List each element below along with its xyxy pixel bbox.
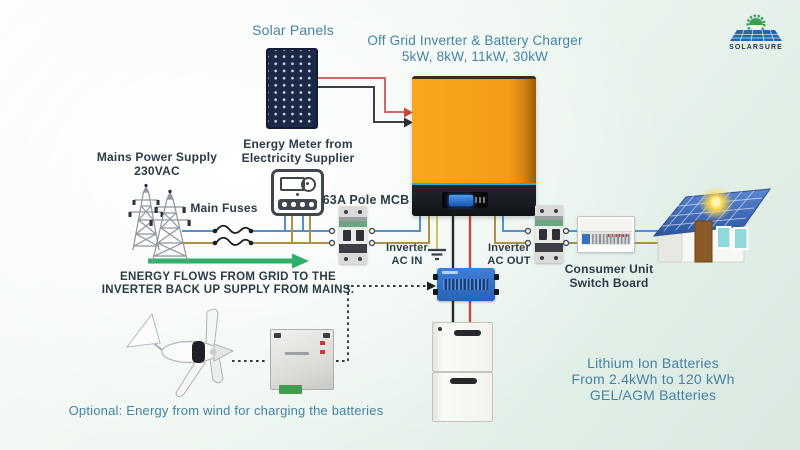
wire-terminals — [328, 227, 570, 247]
ac-out-label-line1: Inverter — [488, 242, 530, 254]
energy-meter-label-line1: Energy Meter from — [243, 137, 353, 151]
pv-wires — [318, 77, 413, 128]
energy-flow-arrow — [148, 253, 309, 269]
battery-module-top — [432, 322, 493, 372]
battery-wires — [451, 214, 472, 324]
breaker-row — [581, 232, 631, 245]
controller-terminal-block — [279, 385, 302, 394]
inverter-lcd-screen — [449, 194, 473, 206]
ac-in-label-line1: Inverter — [386, 242, 428, 254]
inverter-top-edge — [412, 76, 536, 79]
mcb-breaker-grid — [339, 206, 367, 264]
brand-logo — [724, 11, 788, 57]
ac-out-label-line2: AC OUT — [487, 255, 531, 267]
energy-flow-caption-line2: INVERTER BACK UP SUPPLY FROM MAINS. — [101, 284, 355, 296]
meter-dial — [301, 177, 316, 192]
brand-name: SOLARSURE — [729, 44, 783, 51]
dc-busbar-device — [433, 268, 499, 301]
meter-dot — [296, 193, 299, 196]
energy-meter-device — [271, 169, 324, 216]
main-fuses-label: Main Fuses — [190, 201, 258, 215]
inverter-heading-line2: 5kW, 8kW, 11kW, 30kW — [401, 49, 549, 64]
mains-label-line1: Mains Power Supply — [96, 150, 218, 164]
transmission-towers-icon — [128, 183, 191, 265]
ac-in-label-line2: AC IN — [391, 255, 423, 267]
busbar-terminal-slot — [443, 279, 489, 290]
mains-label-line2: 230VAC — [134, 164, 180, 178]
battery-caption-line1: Lithium Ion Batteries — [587, 355, 719, 371]
energy-meter-label-line2: Electricity Supplier — [241, 151, 355, 165]
solar-panel-icon — [266, 48, 318, 129]
battery-module-bottom — [432, 372, 493, 422]
mcb-breaker-output — [535, 205, 563, 263]
battery-caption-line2: From 2.4kWh to 120 kWh — [571, 371, 735, 387]
inverter-display — [442, 192, 488, 208]
battery-caption-line3: GEL/AGM Batteries — [589, 387, 717, 403]
inverter-buttons — [475, 197, 485, 203]
wind-turbine-icon — [125, 308, 235, 398]
inverter-terminal-section — [412, 183, 536, 216]
energy-flow-caption-line1: ENERGY FLOWS FROM GRID TO THE — [120, 271, 336, 283]
meter-terminals — [278, 199, 317, 210]
consumer-unit-device — [577, 216, 635, 253]
consumer-unit-label-line1: Consumer Unit — [564, 262, 654, 276]
sun-panel-logo-icon — [730, 14, 782, 42]
inverter-device — [412, 76, 536, 216]
wind-dashed-arrowhead — [427, 281, 436, 291]
consumer-unit-label-line2: Switch Board — [569, 276, 649, 290]
optional-wind-caption: Optional: Energy from wind for charging … — [68, 403, 384, 418]
solar-panels-heading: Solar Panels — [252, 22, 334, 38]
house-icon — [652, 186, 772, 263]
ground-symbol — [428, 214, 446, 261]
fuse-icons — [212, 224, 254, 246]
inverter-heading-line1: Off Grid Inverter & Battery Charger — [367, 33, 583, 48]
wind-dashed-path — [232, 285, 427, 362]
wind-charge-controller-device — [270, 329, 334, 394]
mcb-label: 63A Pole MCB — [322, 193, 410, 207]
